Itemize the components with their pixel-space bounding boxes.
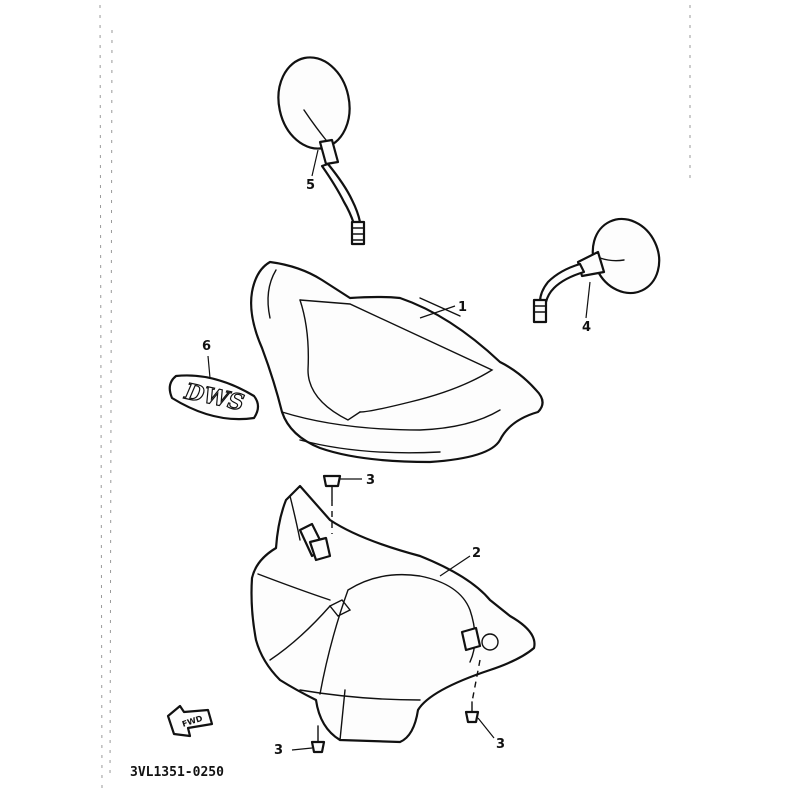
callout-3-bottom: 3 [274, 743, 283, 758]
dws-emblem-part-6: DWS [168, 374, 260, 421]
callout-5: 5 [306, 178, 315, 193]
leader-lines [207, 149, 591, 577]
scan-edge-noise [99, 4, 691, 791]
mirror-right-part-4 [532, 217, 661, 324]
diagram-code: 3VL1351-0250 [130, 765, 224, 780]
handlebar-cover-upper-part-1 [250, 260, 544, 464]
mirror-left-part-5 [277, 56, 366, 246]
fwd-arrow-icon: FWD [166, 704, 214, 738]
callout-3-top: 3 [366, 473, 375, 488]
screw-right-part-3 [464, 659, 495, 739]
handlebar-cover-lower-part-2 [250, 484, 536, 744]
callout-4: 4 [582, 320, 591, 335]
callout-6: 6 [202, 339, 211, 354]
callout-2: 2 [472, 546, 481, 561]
callout-3-right: 3 [496, 737, 505, 752]
screw-top-part-3 [322, 474, 362, 534]
screw-bottom-part-3 [291, 725, 326, 754]
callout-1: 1 [458, 300, 467, 315]
